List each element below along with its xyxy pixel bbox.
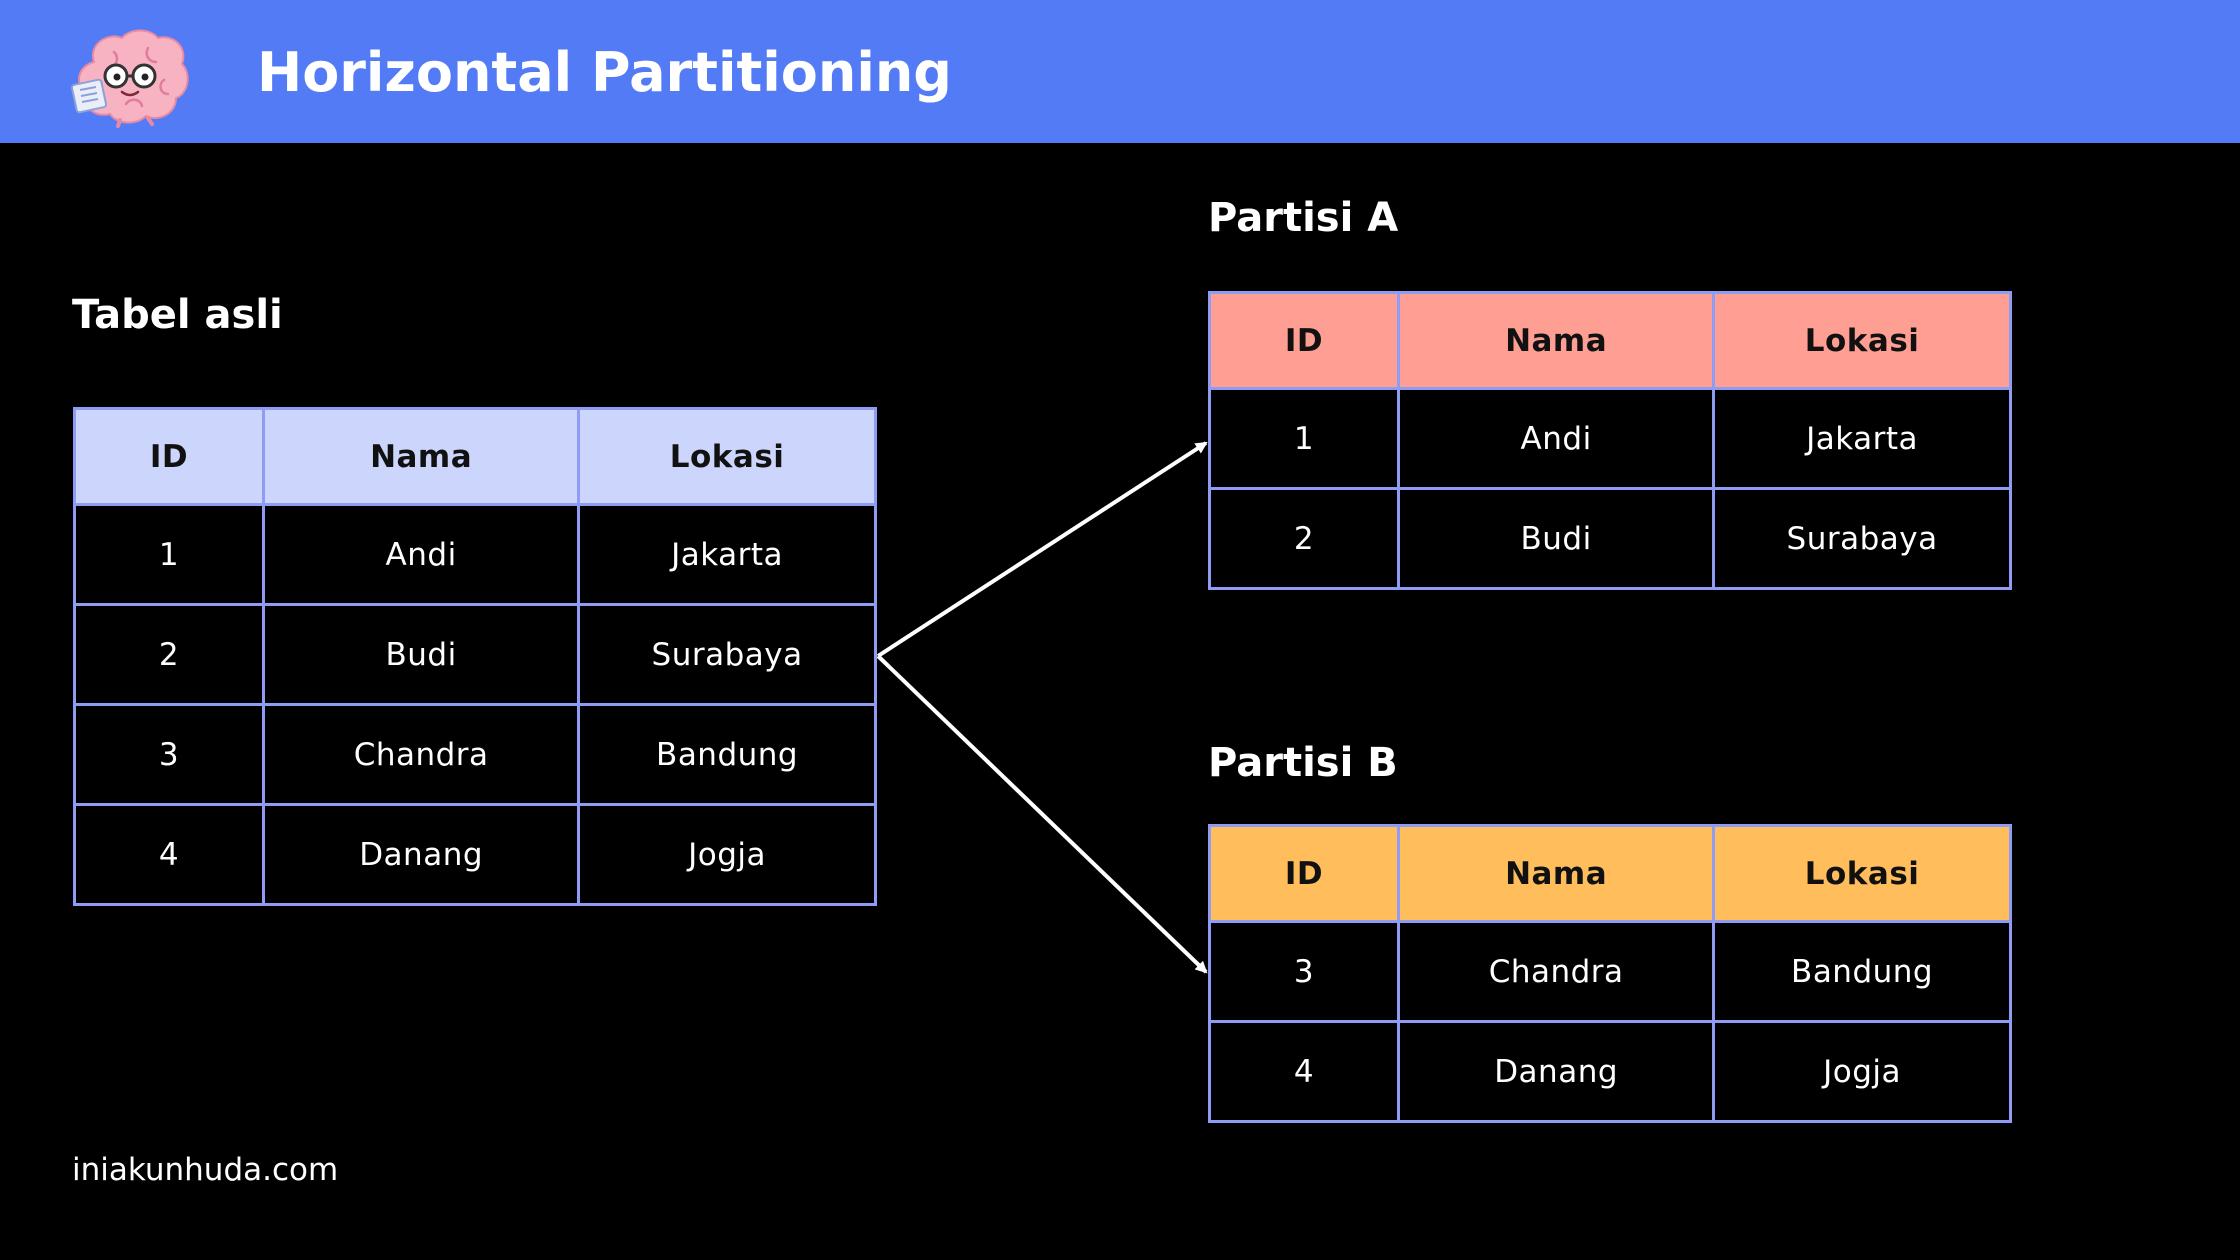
table-row: 2 Budi Surabaya — [72, 603, 877, 706]
cell-lokasi: Bandung — [1712, 920, 2012, 1023]
cell-id: 4 — [1207, 1020, 1401, 1123]
column-header-nama: Nama — [1397, 824, 1716, 923]
column-header-nama: Nama — [1397, 291, 1716, 390]
cell-nama: Danang — [262, 803, 581, 906]
table-header-row: ID Nama Lokasi — [72, 407, 877, 506]
original-table-title: Tabel asli — [72, 292, 283, 338]
cell-id: 3 — [72, 703, 266, 806]
table-row: 1 Andi Jakarta — [1207, 387, 2012, 490]
cell-id: 2 — [72, 603, 266, 706]
partition-b-table: ID Nama Lokasi 3 Chandra Bandung 4 Danan… — [1207, 824, 2012, 1123]
table-row: 4 Danang Jogja — [1207, 1020, 2012, 1123]
cell-lokasi: Jakarta — [577, 503, 877, 606]
column-header-nama: Nama — [262, 407, 581, 506]
table-row: 1 Andi Jakarta — [72, 503, 877, 606]
column-header-id: ID — [72, 407, 266, 506]
arrow-to-partition-b — [876, 654, 1208, 974]
cell-id: 4 — [72, 803, 266, 906]
cell-nama: Chandra — [1397, 920, 1716, 1023]
partition-a-title: Partisi A — [1208, 195, 1399, 241]
cell-id: 1 — [72, 503, 266, 606]
cell-nama: Budi — [1397, 487, 1716, 590]
cell-lokasi: Bandung — [577, 703, 877, 806]
partition-b-title: Partisi B — [1208, 740, 1398, 786]
column-header-lokasi: Lokasi — [1712, 824, 2012, 923]
cell-nama: Chandra — [262, 703, 581, 806]
cell-lokasi: Jogja — [577, 803, 877, 906]
column-header-id: ID — [1207, 824, 1401, 923]
table-row: 2 Budi Surabaya — [1207, 487, 2012, 590]
brain-mascot-icon — [70, 29, 189, 128]
page-title: Horizontal Partitioning — [257, 41, 952, 104]
column-header-id: ID — [1207, 291, 1401, 390]
table-header-row: ID Nama Lokasi — [1207, 291, 2012, 390]
footer-website: iniakunhuda.com — [72, 1152, 339, 1188]
table-row: 3 Chandra Bandung — [1207, 920, 2012, 1023]
cell-nama: Andi — [1397, 387, 1716, 490]
cell-id: 1 — [1207, 387, 1401, 490]
column-header-lokasi: Lokasi — [1712, 291, 2012, 390]
cell-id: 3 — [1207, 920, 1401, 1023]
cell-lokasi: Jakarta — [1712, 387, 2012, 490]
cell-id: 2 — [1207, 487, 1401, 590]
table-row: 3 Chandra Bandung — [72, 703, 877, 806]
table-row: 4 Danang Jogja — [72, 803, 877, 906]
cell-nama: Budi — [262, 603, 581, 706]
cell-lokasi: Surabaya — [577, 603, 877, 706]
table-header-row: ID Nama Lokasi — [1207, 824, 2012, 923]
cell-nama: Danang — [1397, 1020, 1716, 1123]
column-header-lokasi: Lokasi — [577, 407, 877, 506]
partition-a-table: ID Nama Lokasi 1 Andi Jakarta 2 Budi Sur… — [1207, 291, 2012, 590]
header-bar: Horizontal Partitioning — [0, 0, 2240, 143]
cell-lokasi: Jogja — [1712, 1020, 2012, 1123]
cell-nama: Andi — [262, 503, 581, 606]
arrow-to-partition-a — [876, 441, 1208, 658]
original-table: ID Nama Lokasi 1 Andi Jakarta 2 Budi Sur… — [72, 407, 877, 906]
cell-lokasi: Surabaya — [1712, 487, 2012, 590]
